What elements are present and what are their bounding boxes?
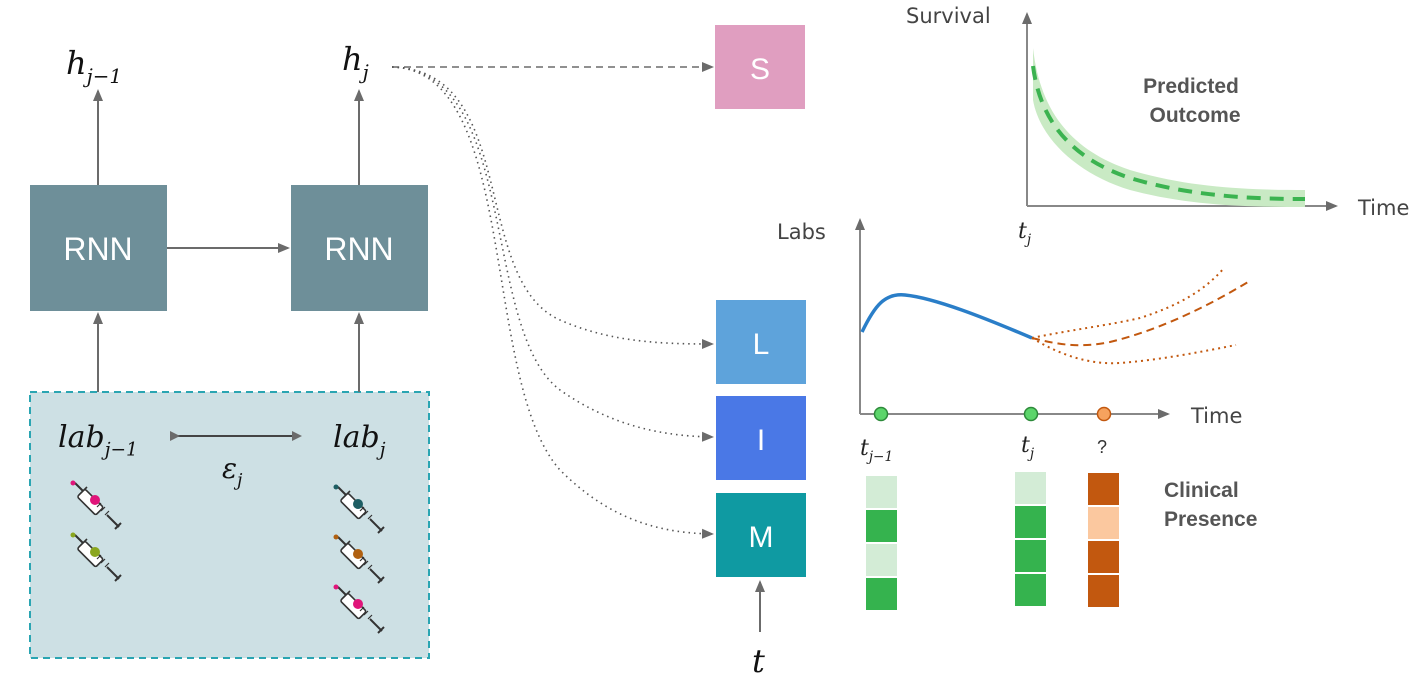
hidden-to-i-path <box>391 66 714 442</box>
survival-y-label: Survival <box>906 4 991 28</box>
hidden-to-l-path <box>391 66 714 349</box>
survival-confidence-band <box>1033 48 1305 207</box>
presence-cell-light <box>866 544 897 576</box>
presence-cell-dark <box>1015 540 1046 572</box>
labs-y-label: Labs <box>777 220 826 244</box>
lab-curr-label: labj <box>333 420 386 460</box>
presence-cell-dark <box>866 578 897 610</box>
labs-tick-curr-label: tj <box>1021 433 1035 462</box>
presence-cell-light <box>1088 507 1119 539</box>
rnn-right-label: RNN <box>324 231 393 267</box>
labs-tick-prev-dot <box>873 406 889 422</box>
labs-tick-curr-dot <box>1023 406 1039 422</box>
interval-head <box>716 396 806 480</box>
syringe-brown-icon <box>333 534 385 584</box>
hidden-curr-label: hj <box>342 40 369 84</box>
lab-prev-label: labj−1 <box>58 420 138 460</box>
clinical-presence-line1: Clinical <box>1164 479 1239 502</box>
labs-observed-curve <box>860 293 1033 340</box>
rnn-right-block <box>291 185 428 311</box>
interval-head-label: I <box>757 424 765 457</box>
presence-cell-dark <box>1088 575 1119 607</box>
labs-x-label: Time <box>1190 404 1242 428</box>
clinical-presence-line2: Presence <box>1164 508 1257 531</box>
syringe-teal-icon <box>333 484 385 534</box>
hidden-to-m-path <box>391 66 714 539</box>
presence-cell-light <box>1015 472 1046 504</box>
labs-head-label: L <box>753 328 770 361</box>
presence-cell-dark <box>1088 473 1119 505</box>
syringe-olive-icon <box>70 532 122 582</box>
survival-title-line1: Predicted <box>1143 75 1239 98</box>
presence-column-curr <box>1015 472 1046 606</box>
rnn-left-label: RNN <box>63 231 132 267</box>
survival-head-label: S <box>750 53 770 86</box>
time-input-label: t <box>752 642 765 678</box>
presence-cell-light <box>866 476 897 508</box>
labs-tick-prev-label: tj−1 <box>860 436 893 465</box>
labs-tick-next-label: ? <box>1097 437 1107 457</box>
survival-x-label: Time <box>1357 196 1409 220</box>
survival-title-line2: Outcome <box>1149 104 1240 127</box>
presence-cell-dark <box>1015 506 1046 538</box>
presence-cell-dark <box>866 510 897 542</box>
survival-curve <box>1031 65 1306 201</box>
labs-forecast-lower <box>1031 337 1237 365</box>
epsilon-label: εj <box>222 452 243 491</box>
presence-column-next <box>1088 473 1119 607</box>
labs-forecast-mean <box>1031 281 1249 347</box>
labs-head <box>716 300 806 384</box>
presence-cell-dark <box>1015 574 1046 606</box>
labs-tick-next-dot <box>1096 406 1112 422</box>
presence-cell-dark <box>1088 541 1119 573</box>
rnn-left-block <box>30 185 167 311</box>
syringe-pink-icon <box>70 480 122 530</box>
missing-head <box>716 493 806 577</box>
survival-head <box>715 25 805 109</box>
survival-x-marker: tj <box>1018 219 1032 248</box>
missing-head-label: M <box>749 521 774 554</box>
presence-column-prev <box>866 476 897 610</box>
syringe-pink-icon <box>333 584 385 634</box>
hidden-prev-label: hj−1 <box>66 44 122 88</box>
labs-forecast-upper <box>1031 267 1225 339</box>
